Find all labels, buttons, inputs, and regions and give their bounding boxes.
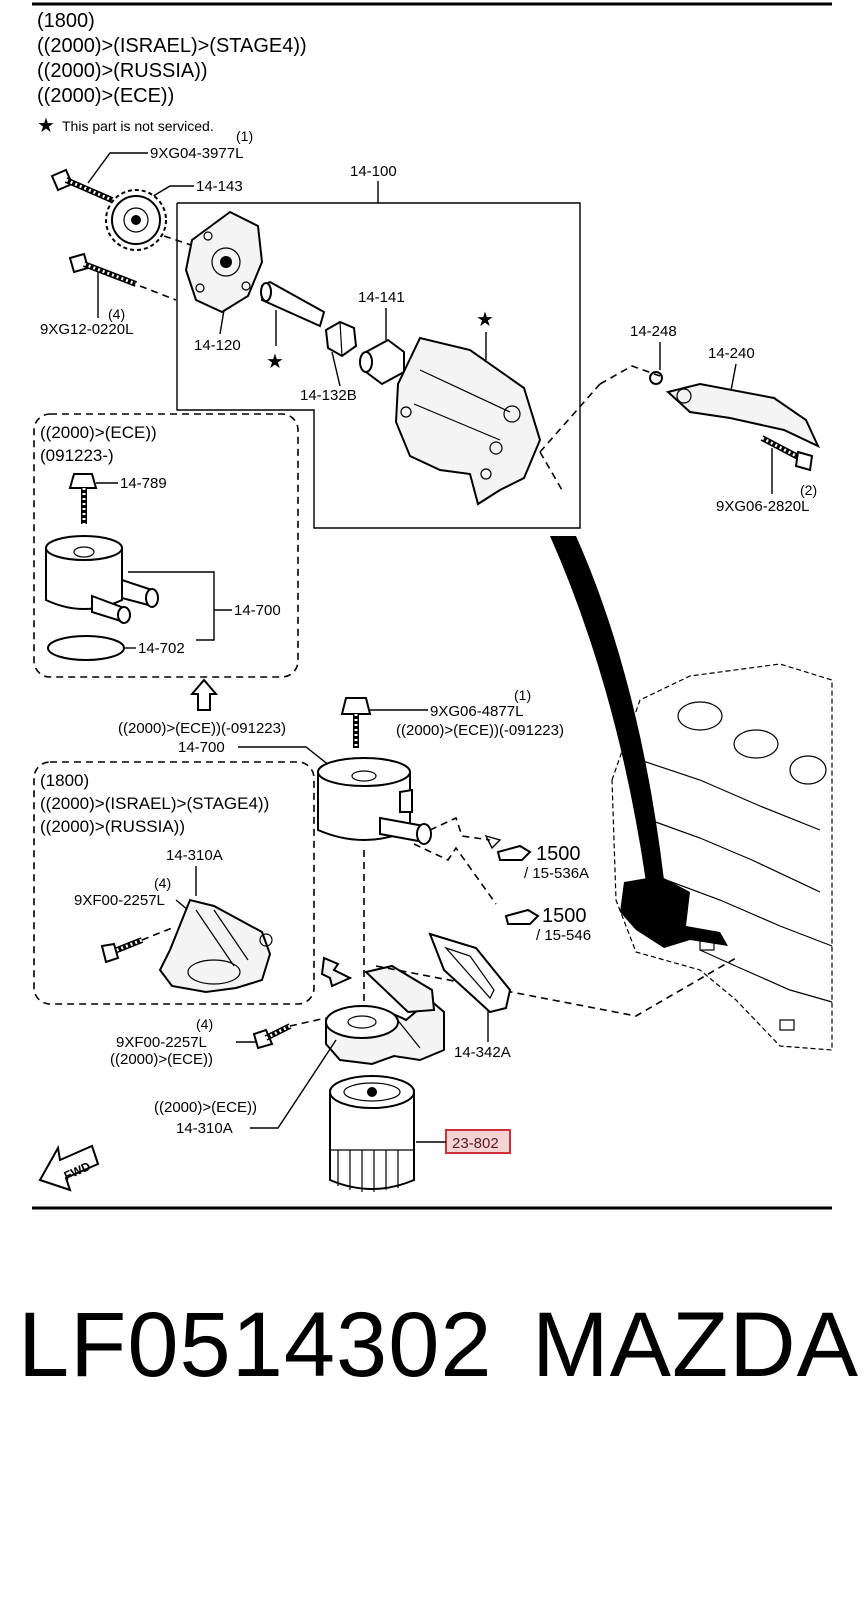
down-arrow-icon [320, 956, 353, 988]
lower-box-line-1: (1800) [40, 771, 89, 790]
oil-pump-body-icon [394, 336, 542, 506]
label-9xg06-4877l: 9XG06-4877L [430, 703, 523, 720]
lower-box-line-3: ((2000)>(RUSSIA)) [40, 817, 185, 836]
pump-shaft-icon [260, 280, 326, 328]
ref-15-546: / 15-546 [536, 927, 591, 944]
label-9xg12-0220l: 9XG12-0220L [40, 321, 133, 338]
bolt-14-789-icon [68, 473, 98, 524]
parts-diagram: (1800) ((2000)>(ISRAEL)>(STAGE4)) ((2000… [32, 2, 833, 1210]
header-line-4: ((2000)>(ECE)) [37, 85, 174, 107]
label-14-132b: 14-132B [300, 387, 357, 404]
not-serviced-note: This part is not serviced. [62, 118, 214, 134]
sprocket-icon [105, 189, 167, 251]
location-pointer [550, 536, 664, 882]
bolt-9xf00-a-icon [100, 937, 144, 964]
part-number: LF0514302 [18, 1294, 493, 1396]
ref-15-536a: / 15-536A [524, 865, 589, 882]
label-14-240: 14-240 [708, 345, 755, 362]
ece-box-line-1: ((2000)>(ECE)) [40, 423, 157, 442]
lower-box-line-2: ((2000)>(ISRAEL)>(STAGE4)) [40, 794, 269, 813]
oil-cooler-a-icon [45, 535, 159, 624]
label-9xf00-2257l-b: 9XF00-2257L [116, 1034, 207, 1051]
label-14-342a: 14-342A [454, 1044, 511, 1061]
header-line-2: ((2000)>(ISRAEL)>(STAGE4)) [37, 35, 307, 57]
label-23-802[interactable]: 23-802 [452, 1135, 499, 1152]
label-14-310a-b: 14-310A [176, 1120, 233, 1137]
label-14-700-a: 14-700 [234, 602, 281, 619]
bolt-9xg12-icon [68, 252, 138, 287]
bolt-9xg06-2820-icon [760, 435, 814, 472]
ece-note-3: ((2000)>(ECE)) [110, 1051, 213, 1068]
label-qty-1a: (1) [236, 128, 253, 144]
label-qty-4c: (4) [196, 1016, 213, 1032]
brand-name: MAZDA [532, 1294, 859, 1396]
sleeve-icon [359, 338, 405, 386]
label-qty-1b: (1) [514, 687, 531, 703]
ref-1500-a: 1500 [536, 843, 581, 865]
label-qty-4b: (4) [154, 875, 171, 891]
bolt-9xg04-icon [50, 168, 114, 203]
gasket-14-702-icon [47, 635, 125, 661]
ece-note-2: ((2000)>(ECE))(-091223) [396, 722, 564, 739]
label-14-120: 14-120 [194, 337, 241, 354]
lower-variant-box [33, 761, 315, 1005]
engine-block-icon [611, 663, 833, 1051]
reference-pointer-a-icon [496, 844, 532, 861]
label-14-100: 14-100 [350, 163, 397, 180]
label-9xg04-3977l: 9XG04-3977L [150, 145, 243, 162]
label-14-143: 14-143 [196, 178, 243, 195]
bolt-9xg06-4877-icon [340, 697, 372, 748]
star-icon-shaft: ★ [266, 351, 284, 373]
reference-pointer-b-icon [504, 908, 540, 925]
label-14-248: 14-248 [630, 323, 677, 340]
star-icon: ★ [37, 115, 55, 137]
ref-1500-b: 1500 [542, 905, 587, 927]
header-line-1: (1800) [37, 10, 95, 32]
pump-cover-icon [184, 210, 264, 314]
label-14-310a-a: 14-310A [166, 847, 223, 864]
header-line-3: ((2000)>(RUSSIA)) [37, 60, 208, 82]
label-9xf00-2257l-a: 9XF00-2257L [74, 892, 165, 909]
label-qty-4a: (4) [108, 306, 125, 322]
label-14-141: 14-141 [358, 289, 405, 306]
ece-variant-box [33, 413, 299, 678]
tensioner-lever-icon [665, 382, 821, 449]
up-arrow-icon [189, 678, 219, 711]
gasket-14-342a-icon [428, 932, 512, 1014]
footer: LF0514302 MAZDA [18, 1290, 858, 1400]
oil-filter-icon [329, 1075, 415, 1192]
drive-gear-icon [324, 320, 358, 358]
bolt-9xf00-b-icon [252, 1023, 292, 1050]
label-qty-2: (2) [800, 482, 817, 498]
ece-note-4: ((2000)>(ECE)) [154, 1099, 257, 1116]
label-14-700-b: 14-700 [178, 739, 225, 756]
label-9xg06-2820l: 9XG06-2820L [716, 498, 809, 515]
star-icon-pump: ★ [476, 309, 494, 331]
oil-cooler-b-icon [317, 757, 432, 845]
pump-assembly-frame [176, 202, 581, 529]
bracket-b-icon [325, 964, 445, 1066]
ece-note-1: ((2000)>(ECE))(-091223) [118, 720, 286, 737]
label-14-702: 14-702 [138, 640, 185, 657]
bracket-a-icon [158, 898, 273, 994]
fwd-arrow-icon: FWD [38, 1144, 100, 1192]
label-14-789: 14-789 [120, 475, 167, 492]
ece-box-line-2: (091223-) [40, 446, 114, 465]
